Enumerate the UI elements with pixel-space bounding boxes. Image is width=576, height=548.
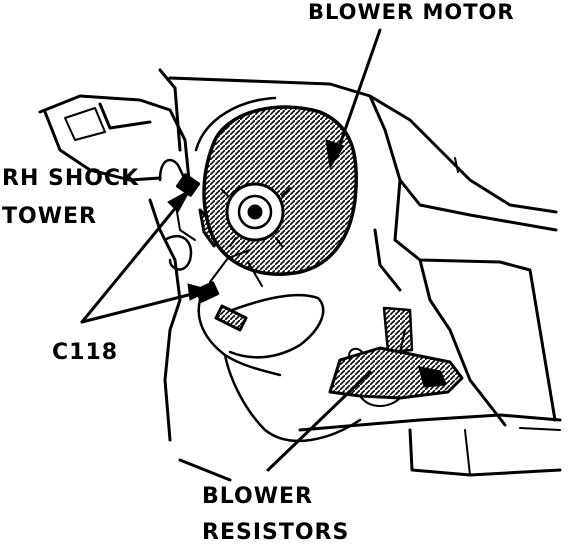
body-panel bbox=[158, 68, 558, 427]
lower-frame bbox=[178, 413, 562, 482]
resistors-leader bbox=[266, 370, 372, 472]
rh-shock-tower-label-line1: RH SHOCK bbox=[2, 166, 140, 191]
blower-motor-label: BLOWER MOTOR bbox=[308, 0, 515, 24]
blower-resistors-label-line2: RESISTORS bbox=[202, 520, 350, 545]
blower-resistors bbox=[328, 306, 464, 407]
c118-label: C118 bbox=[52, 340, 119, 365]
blower-motor bbox=[194, 96, 358, 287]
blower-motor-leader bbox=[325, 28, 382, 170]
wiring-harness bbox=[194, 249, 362, 443]
c118-leader-upper bbox=[80, 188, 192, 324]
blower-resistors-label-line1: BLOWER bbox=[202, 484, 313, 509]
c118-leader-lower bbox=[80, 283, 212, 324]
rh-shock-tower-label-line2: TOWER bbox=[2, 204, 97, 229]
rh-shock-tower bbox=[38, 94, 196, 442]
